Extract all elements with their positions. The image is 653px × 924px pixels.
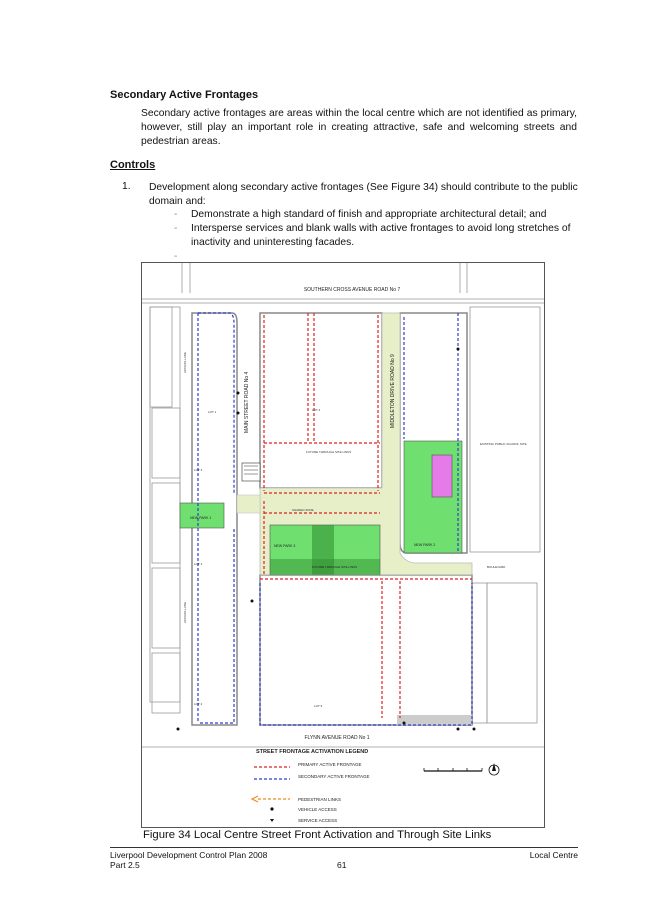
north-arrow-icon	[488, 763, 500, 776]
map-label: LOT 2	[194, 562, 203, 566]
map-label: SHARED ZONE	[292, 508, 314, 512]
section-heading: Secondary Active Frontages	[110, 89, 259, 101]
road-label-bottom: FLYNN AVENUE ROAD No 1	[304, 735, 369, 741]
map-label: LOT 1	[208, 410, 217, 414]
legend-secondary: SECONDARY ACTIVE FRONTAGE	[298, 774, 370, 779]
surrounding-blocks	[142, 263, 544, 748]
map-label: LOT 2	[194, 702, 203, 706]
legend-title: STREET FRONTAGE ACTIVATION LEGEND	[256, 749, 368, 755]
site-plan-figure: SOUTHERN CROSS AVENUE ROAD No 7 FLYNN AV…	[141, 262, 545, 828]
bullet-dash: -	[174, 209, 178, 220]
footer-section: Local Centre	[529, 850, 578, 860]
shared-zone	[259, 312, 473, 576]
primary-frontage-lines	[260, 313, 472, 718]
bullet-item: Demonstrate a high standard of finish an…	[191, 209, 547, 220]
road-label-middleton: MIDDLETON DRIVE ROAD No 9	[390, 354, 396, 428]
control-number: 1.	[122, 181, 131, 192]
scale-bar	[423, 768, 483, 772]
map-label: NEW PARK 3	[274, 544, 295, 548]
map-label: ACCESS LANE	[183, 602, 187, 623]
footer-doc-title: Liverpool Development Control Plan 2008	[110, 850, 268, 860]
map-label: ACCESS LANE	[183, 352, 187, 373]
control-text: Development along secondary active front…	[149, 182, 578, 207]
bullet-dash: -	[174, 223, 178, 234]
map-label: FUTURE THROUGH SITE LINKS	[306, 450, 351, 454]
lot4-block	[259, 312, 383, 489]
road-label-main: MAIN STREET ROAD No 4	[244, 371, 250, 433]
access-points	[176, 347, 476, 731]
map-label: NEW PARK 2	[414, 543, 435, 547]
new-park-1	[179, 502, 225, 529]
legend-service: SERVICE ACCESS	[298, 818, 337, 823]
legend-primary: PRIMARY ACTIVE FRONTAGE	[298, 762, 362, 767]
controls-heading: Controls	[110, 159, 156, 171]
footer-rule	[110, 847, 578, 848]
legend-pedestrian: PEDESTRIAN LINKS	[298, 797, 341, 802]
map-label: LOT 5	[314, 704, 323, 708]
secondary-frontage-lines	[197, 312, 473, 726]
site-plan-map: SOUTHERN CROSS AVENUE ROAD No 7 FLYNN AV…	[142, 263, 544, 823]
map-label: FUTURE THROUGH SITE LINKS	[312, 565, 357, 569]
map-label: BOULEVARD	[487, 565, 506, 569]
map-label: LOT 4	[312, 408, 321, 412]
map-label: NEW PARK 1	[190, 516, 211, 520]
bullet-item: Intersperse services and blank walls wit…	[191, 223, 571, 248]
map-label: LOT 3	[194, 468, 203, 472]
legend-vehicle: VEHICLE ACCESS	[298, 807, 337, 812]
road-label-top: SOUTHERN CROSS AVENUE ROAD No 7	[304, 287, 401, 293]
figure-caption: Figure 34 Local Centre Street Front Acti…	[143, 829, 492, 841]
intro-paragraph: Secondary active frontages are areas wit…	[141, 108, 577, 147]
school-building	[431, 454, 453, 498]
map-label: EXISTING PUBLIC SCHOOL SITE	[480, 442, 527, 446]
lot5-block	[259, 574, 473, 726]
page-number: 61	[337, 860, 347, 870]
bullet-dash: -	[174, 251, 178, 262]
footer-part: Part 2.5	[110, 860, 140, 870]
